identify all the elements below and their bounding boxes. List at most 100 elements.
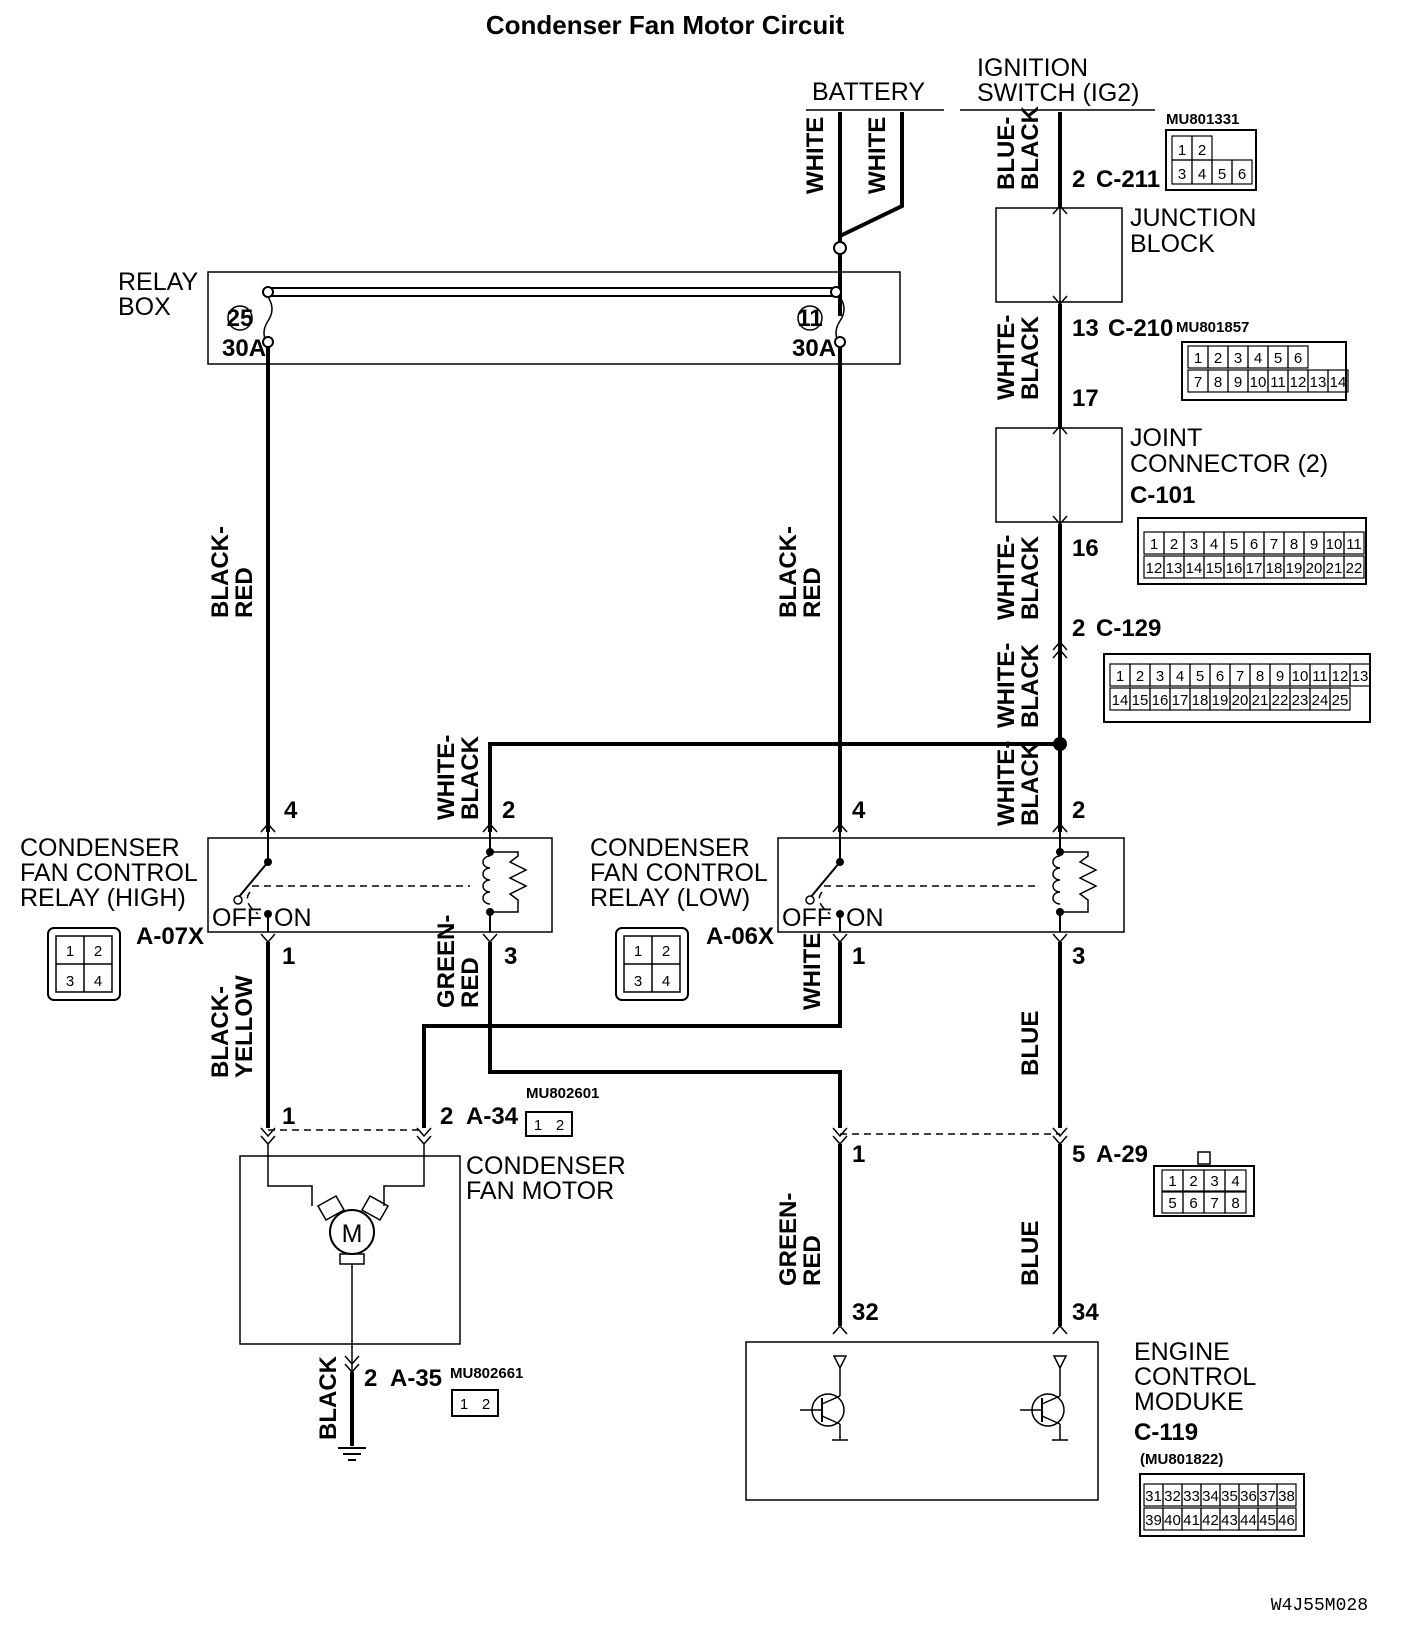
a29-cell-box <box>1224 1169 1247 1192</box>
joint-connector-label-line1: JOINT <box>1130 424 1202 452</box>
c119-cell-box <box>1276 1483 1297 1507</box>
pin-high-4: 4 <box>284 797 298 824</box>
a29-top-cell: 2 <box>1189 1173 1197 1190</box>
a29-top-cell: 4 <box>1231 1173 1239 1190</box>
c101-bottom-cell: 14 <box>1186 560 1203 577</box>
junction-block-label-line1: JUNCTION <box>1130 204 1256 232</box>
fuse-11: 11 30A <box>792 296 846 362</box>
pin-c129: 2 <box>1072 615 1085 642</box>
c101-cell-box <box>1343 555 1365 579</box>
wire-high-3-to-ecm: GREEN- RED <box>433 915 842 1128</box>
wire-label-white-black-4b: BLACK <box>1017 741 1044 826</box>
a34-cell-2: 2 <box>556 1117 564 1134</box>
c129-top-cell: 4 <box>1176 668 1184 685</box>
c119-top-cell: 36 <box>1240 1488 1257 1505</box>
relay-box-label-line1: RELAY <box>118 268 198 296</box>
relay-high-label-line2: FAN CONTROL <box>20 859 198 887</box>
pin-low-2: 2 <box>1072 797 1085 824</box>
wire-label-green-red-1: GREEN- <box>433 915 460 1008</box>
c129-top-cell: 11 <box>1312 668 1328 685</box>
pin-jb-out: 17 <box>1072 385 1099 412</box>
c101-bottom-cell: 12 <box>1146 560 1163 577</box>
c119-top-cell: 35 <box>1221 1488 1238 1505</box>
c210-bottom-cell: 11 <box>1270 374 1286 391</box>
wire-a29-to-ecm: GREEN- RED BLUE 32 34 <box>775 1144 1099 1335</box>
c211-bottom-cell: 5 <box>1218 166 1226 183</box>
engine-control-module: ENGINE CONTROL MODUKE C-119 (MU801822) <box>745 1338 1256 1501</box>
c210-top-cell: 1 <box>1194 350 1202 367</box>
pin-ecm-34: 34 <box>1072 1299 1099 1326</box>
wire-label-blue-black-1: BLUE- <box>993 117 1020 190</box>
c119-top-cell: 33 <box>1183 1488 1200 1505</box>
relay-low: CONDENSER FAN CONTROL RELAY (LOW) A-06X … <box>590 797 1125 970</box>
ignition-label-line2: SWITCH (IG2) <box>977 79 1140 107</box>
wire-label-black-yellow-2: YELLOW <box>231 975 258 1078</box>
c101-bottom-cell: 21 <box>1326 560 1343 577</box>
c119-bottom-cell: 45 <box>1259 1512 1276 1529</box>
c101-outline <box>1137 517 1367 585</box>
ecm-box <box>745 1341 1099 1501</box>
c211-bottom-cell: 4 <box>1198 166 1206 183</box>
fuse-25-amp: 30A <box>222 335 266 362</box>
connector-a34: 1 2 A-34 MU802601 1 2 <box>260 1085 599 1146</box>
pin-c211: 2 <box>1072 166 1085 193</box>
relay-high-on: ON <box>274 904 312 932</box>
c211-top-cell: 2 <box>1198 142 1206 159</box>
fan-motor-label-line1: CONDENSER <box>466 1152 626 1180</box>
pin-jc-out: 16 <box>1072 535 1099 562</box>
wire-label-black-red-low-2: RED <box>799 567 826 618</box>
c129-cell-box <box>1349 663 1371 687</box>
battery-wires: WHITE WHITE <box>802 112 904 316</box>
relay-low-label-line3: RELAY (LOW) <box>590 884 750 912</box>
c101-top-cell: 8 <box>1290 536 1298 553</box>
pin-c210: 13 <box>1072 315 1099 342</box>
c129-top-cell: 2 <box>1136 668 1144 685</box>
pin-a29-1: 1 <box>852 1141 865 1168</box>
c101-top-cell: 5 <box>1230 536 1238 553</box>
c129-top-cell: 8 <box>1256 668 1264 685</box>
wire-low-3-to-ecm: BLUE <box>1017 942 1062 1128</box>
ground-a35: BLACK 2 A-35 MU802661 1 2 <box>315 1355 523 1461</box>
c101-cell-box <box>1343 531 1365 555</box>
wire-label-white-black-2: BLACK <box>1017 315 1044 400</box>
c210-bottom-cell: 7 <box>1194 374 1202 391</box>
c119-top-cell: 38 <box>1278 1488 1295 1505</box>
c119-bottom-cell: 39 <box>1145 1512 1162 1529</box>
joint-connector-box <box>995 427 1123 523</box>
relay-low-label-line1: CONDENSER <box>590 834 750 862</box>
c129-top-cell: 7 <box>1236 668 1244 685</box>
wire-label-black-red-high-1: BLACK- <box>207 526 234 618</box>
relay-high-code: A-07X <box>136 923 204 950</box>
connector-a29: 1 5 A-29 <box>832 1127 1255 1217</box>
a29-top-cell: 3 <box>1210 1173 1218 1190</box>
c129-bottom-cell: 15 <box>1132 692 1149 709</box>
wire-label-blue-2: BLUE <box>1017 1221 1044 1286</box>
relay-high-off: OFF <box>212 904 262 932</box>
relay-low-code: A-06X <box>706 923 774 950</box>
wire-label-white-black-2b: BLACK <box>1017 535 1044 620</box>
relay-high-box <box>207 837 553 933</box>
pin-a34-code: A-34 <box>466 1103 519 1130</box>
a29-bottom-cell: 7 <box>1210 1195 1218 1212</box>
c101-bottom-cell: 16 <box>1226 560 1243 577</box>
pin-a35-2: 2 <box>364 1365 377 1392</box>
a07x-cell-4: 4 <box>94 973 102 990</box>
wire-label-white-black-5a: WHITE- <box>433 735 460 820</box>
a35-part: MU802661 <box>450 1365 523 1382</box>
c119-bottom-cell: 43 <box>1221 1512 1238 1529</box>
c210-top-cell: 2 <box>1214 350 1222 367</box>
c129-top-cell: 13 <box>1352 668 1369 685</box>
c129-top-cell: 10 <box>1292 668 1309 685</box>
fan-motor-box <box>239 1155 461 1345</box>
c129-bottom-cell: 20 <box>1232 692 1249 709</box>
relay-low-label-line2: FAN CONTROL <box>590 859 768 887</box>
wire-fuse25-to-high: BLACK- RED <box>207 347 270 832</box>
c101-top-cell: 10 <box>1326 536 1343 553</box>
c129-bottom-cell: 14 <box>1112 692 1129 709</box>
c211-top-cell: 1 <box>1178 142 1186 159</box>
a07x-cell-3: 3 <box>66 973 74 990</box>
pin-high-1: 1 <box>282 943 295 970</box>
